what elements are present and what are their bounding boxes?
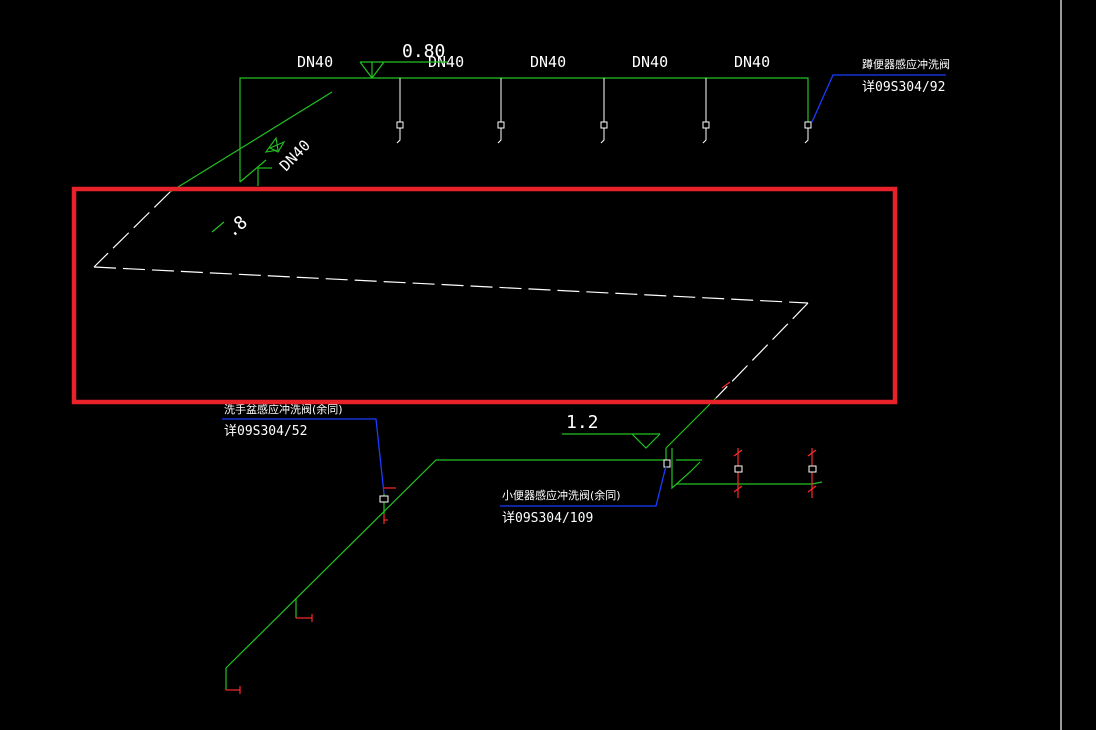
dn-label-1: DN40 [297, 53, 333, 71]
basin-leader [222, 418, 385, 495]
elevation-low-value: 1.2 [566, 412, 599, 433]
basin-valve-label: 洗手盆感应冲洗阀(余同) [224, 402, 343, 416]
drop-1 [396, 78, 404, 144]
drop-2 [497, 78, 505, 144]
riser-mark [721, 381, 731, 389]
urinal-box-1 [734, 465, 743, 473]
dashed-connection [93, 191, 809, 399]
squat-valve-leader [811, 74, 946, 123]
elevation-mid-mark [257, 167, 272, 186]
elevation-triangle-icon-low [562, 433, 661, 449]
outlet-icon [226, 686, 241, 694]
riser-stub [211, 221, 225, 233]
highlight-selection-box[interactable] [71, 186, 898, 405]
urinal-leader [500, 465, 667, 507]
drop-5 [804, 121, 812, 144]
outlet-icon-2 [296, 614, 313, 622]
drop-4 [702, 78, 710, 144]
dn-label-3: DN40 [530, 53, 566, 71]
drop-3 [600, 78, 608, 144]
dn-label-5: DN40 [734, 53, 770, 71]
urinal-valve-label: 小便器感应冲洗阀(余同) [502, 488, 621, 502]
squat-valve-label: 蹲便器感应冲洗阀 [862, 57, 950, 71]
basin-valve-ref: 详09S304/52 [224, 424, 307, 439]
fixture-marks [226, 381, 817, 694]
basin-fixture [383, 487, 396, 524]
valve-icon [264, 136, 286, 153]
elevation-low: 1.2 [562, 412, 661, 449]
elevation-triangle-icon [359, 61, 448, 79]
urinal-valve-ref: 详09S304/109 [502, 511, 593, 526]
urinal-box-main [663, 459, 671, 468]
urinal-fixture-2 [807, 448, 817, 498]
dn-label-4: DN40 [632, 53, 668, 71]
urinal-fixture-1 [733, 448, 743, 498]
basin-box [379, 495, 389, 503]
urinal-box-2 [808, 465, 817, 473]
top-branch-pipe [239, 77, 809, 183]
elevation-top-value: 0.80 [402, 41, 445, 62]
top-dn-labels: DN40 DN40 DN40 DN40 DN40 [297, 53, 770, 71]
top-branch-drops [396, 78, 812, 144]
fixture-boxes [379, 459, 817, 503]
squat-valve-ref: 详09S304/92 [862, 80, 945, 95]
elevation-top: 0.80 [359, 41, 448, 79]
